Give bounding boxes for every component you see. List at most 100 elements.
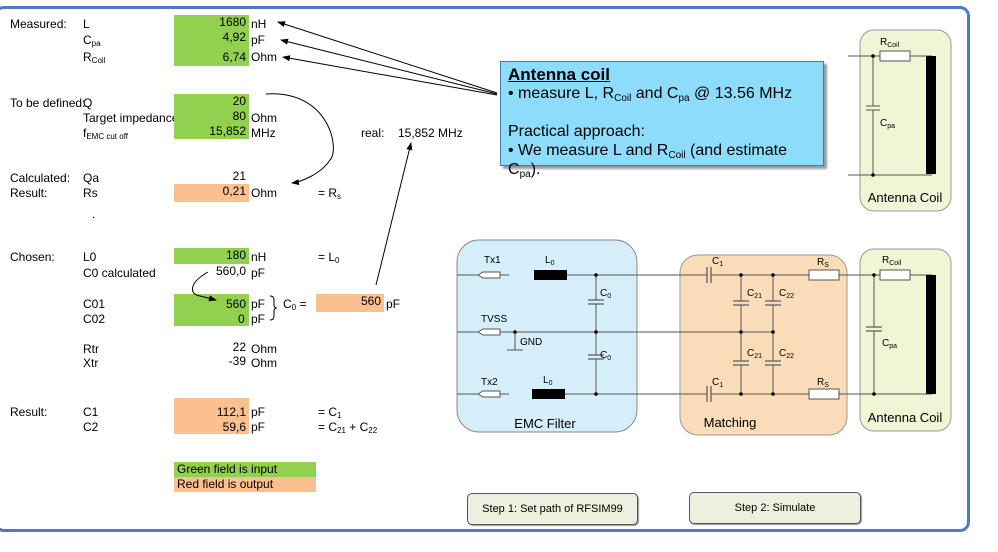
top-coil-bar — [926, 56, 936, 174]
c1-label: C1 — [83, 405, 99, 419]
c21-bottom-label: C21 — [747, 348, 762, 360]
tx1-pin — [477, 271, 501, 279]
brace-c0 — [269, 295, 278, 321]
pins — [477, 271, 501, 398]
diagram-labels: Tx1 TVSS Tx2 GND L0 L0 C0 C0 C1 C1 C21 C… — [481, 255, 902, 389]
top-rcoil-label: RCoil — [880, 37, 900, 49]
result-rs-label: Result: — [10, 186, 48, 200]
l0-unit: nH — [251, 250, 267, 264]
l0-value[interactable]: 180 — [174, 248, 249, 264]
l0-equation: = L0 — [318, 250, 340, 265]
infobox-line3: • We measure L and RCoil (and estimate C… — [508, 142, 787, 180]
capacitor-plates — [588, 267, 882, 402]
c22-bottom-label: C22 — [779, 348, 794, 360]
c0-sum-label: C0 = — [283, 297, 307, 312]
tx2-label: Tx2 — [481, 377, 498, 388]
tx1-label: Tx1 — [484, 255, 501, 266]
target-impedance-unit: Ohm — [251, 111, 278, 125]
c01-label: C01 — [83, 297, 106, 311]
gnd-label: GND — [520, 337, 542, 348]
c1-bottom-label: C1 — [712, 377, 723, 389]
qa-value: 21 — [232, 169, 246, 183]
top-rcoil-resistor — [879, 50, 911, 62]
c02-label: C02 — [83, 312, 106, 326]
c0-calculated-label: C0 calculated — [83, 266, 156, 280]
target-impedance-label: Target impedance — [83, 111, 179, 125]
c2-equation: = C21 + C22 — [318, 420, 378, 435]
bottom-coil-bar — [926, 275, 936, 394]
measured-rcoil-value[interactable]: 6,74 — [174, 45, 249, 66]
rtr-value: 22 — [232, 340, 246, 354]
l0-inductor-top — [534, 270, 567, 280]
measured-label: Measured: — [10, 17, 67, 31]
real-label: real: — [361, 126, 385, 140]
emc-filter-block: EMC Filter — [456, 239, 638, 433]
measured-cpa-value[interactable]: 4,92 — [174, 30, 249, 45]
xtr-value: -39 — [228, 354, 246, 368]
l0-bottom-label: L0 — [543, 375, 553, 387]
matching-box — [679, 254, 848, 436]
step2-simulate-button[interactable]: Step 2: Simulate — [689, 492, 861, 524]
infobox-line1: • measure L, RCoil and Cpa @ 13.56 MHz — [508, 85, 793, 104]
c0-bottom-label: C0 — [600, 350, 611, 362]
c01-unit: pF — [251, 297, 266, 311]
c2-unit: pF — [251, 420, 266, 434]
c2-value: 59,6 — [222, 420, 246, 434]
measured-cpa-label: Cpa — [83, 33, 101, 48]
antenna-coil-infobox: Antenna coil • measure L, RCoil and Cpa … — [500, 61, 824, 180]
emc-filter-box — [456, 239, 638, 433]
c01-value[interactable]: 560 — [174, 294, 249, 326]
legend-output: Red field is output — [174, 477, 316, 492]
arrow-to-l — [277, 21, 498, 94]
measured-cpa-unit: pF — [251, 33, 266, 47]
c21-top-label: C21 — [747, 288, 762, 300]
stray-dot: . — [92, 207, 96, 221]
arrow-c0calc-to-c01 — [192, 271, 217, 302]
measured-l-label: L — [83, 17, 90, 31]
junction-dots — [513, 273, 876, 396]
calculated-label: Calculated: — [10, 171, 71, 185]
c0-calculated-value: 560,0 — [215, 264, 246, 278]
q-value[interactable]: 20 — [174, 94, 249, 109]
measured-l-unit: nH — [251, 17, 267, 31]
l0-top-label: L0 — [545, 255, 555, 267]
chosen-label: Chosen: — [10, 250, 55, 264]
f-emc-cutoff-value[interactable]: 15,852 — [174, 124, 249, 139]
rtr-unit: Ohm — [251, 342, 278, 356]
q-label: Q — [83, 96, 93, 110]
tvss-pin — [477, 328, 501, 336]
c1-value: 112,1 — [216, 405, 246, 419]
emc-filter-label: EMC Filter — [514, 416, 576, 431]
rs-bottom-label: RS — [817, 377, 829, 389]
l0-label: L0 — [83, 250, 97, 264]
target-impedance-value[interactable]: 80 — [174, 109, 249, 124]
c1-unit: pF — [251, 405, 266, 419]
rtr-label: Rtr — [83, 342, 99, 356]
worksheet-frame — [0, 6, 970, 532]
qa-label: Qa — [83, 171, 100, 185]
measured-l-value[interactable]: 1680 — [174, 15, 249, 30]
c22-top-label: C22 — [779, 288, 794, 300]
wires — [457, 274, 932, 395]
arrow-q-to-rs — [265, 93, 334, 186]
bottom-rcoil-label: RCoil — [882, 255, 902, 267]
step1-set-path-button[interactable]: Step 1: Set path of RFSIM99 — [467, 493, 638, 525]
c02-unit: pF — [251, 312, 266, 326]
matching-label: Matching — [704, 415, 757, 430]
c0-top-label: C0 — [600, 288, 611, 300]
l0-inductor-bottom — [532, 389, 565, 399]
rcoil-resistor-bottom — [879, 269, 911, 281]
top-cpa-label: Cpa — [880, 118, 895, 130]
c2-label: C2 — [83, 420, 99, 434]
c1-top-label: C1 — [712, 256, 723, 268]
infobox-title: Antenna coil — [508, 65, 611, 84]
rs-resistor-top — [808, 269, 840, 281]
xtr-unit: Ohm — [251, 356, 278, 370]
f-emc-cutoff-label: fEMC cut off — [83, 126, 128, 141]
c02-value[interactable]: 0 — [238, 312, 245, 326]
c0-sum-unit: pF — [386, 297, 401, 311]
arrow-to-cpa — [280, 38, 498, 95]
top-antenna-coil-label: Antenna Coil — [868, 190, 943, 205]
